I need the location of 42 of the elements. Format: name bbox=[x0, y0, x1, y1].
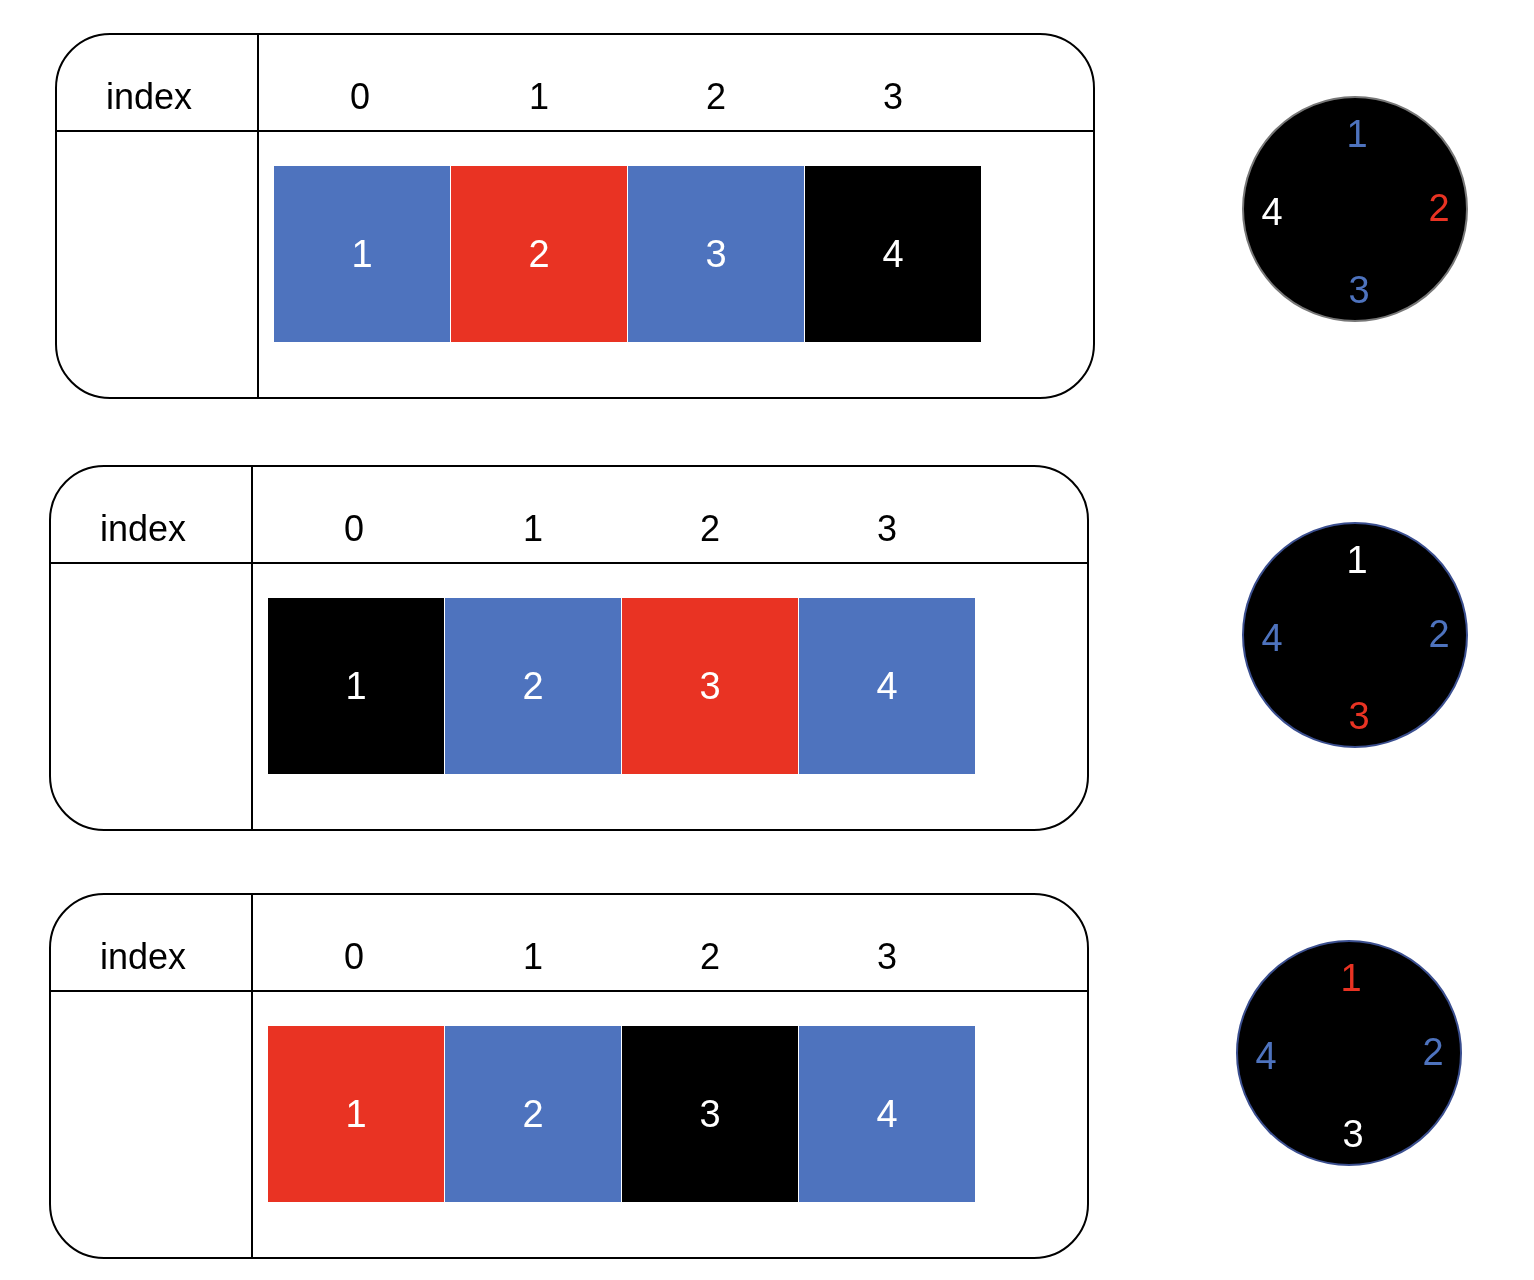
index-number: 1 bbox=[529, 77, 549, 117]
index-number: 2 bbox=[700, 509, 720, 549]
index-number: 3 bbox=[877, 937, 897, 977]
circle-number: 4 bbox=[1261, 618, 1283, 658]
circle-number: 4 bbox=[1261, 192, 1283, 232]
array-element: 4 bbox=[799, 1026, 975, 1202]
circle-number: 2 bbox=[1428, 614, 1450, 654]
circle-number: 3 bbox=[1348, 696, 1370, 736]
index-number: 0 bbox=[344, 509, 364, 549]
row-header-label: index bbox=[99, 937, 187, 977]
index-number: 3 bbox=[883, 77, 903, 117]
array-element: 4 bbox=[805, 166, 981, 342]
index-number: 2 bbox=[700, 937, 720, 977]
circle-number: 3 bbox=[1348, 270, 1370, 310]
row-header-label: index bbox=[105, 77, 193, 117]
index-number: 3 bbox=[877, 509, 897, 549]
array-element: 2 bbox=[445, 1026, 621, 1202]
circle-number: 4 bbox=[1255, 1036, 1277, 1076]
table-panel bbox=[49, 465, 1089, 831]
table-panel bbox=[55, 33, 1095, 399]
index-number: 0 bbox=[344, 937, 364, 977]
index-number: 2 bbox=[706, 77, 726, 117]
circle-number: 2 bbox=[1428, 188, 1450, 228]
index-number: 1 bbox=[523, 937, 543, 977]
array-element: 3 bbox=[628, 166, 804, 342]
circle-number: 2 bbox=[1422, 1032, 1444, 1072]
circle-number: 3 bbox=[1342, 1114, 1364, 1154]
array-element: 2 bbox=[451, 166, 627, 342]
array-element: 1 bbox=[274, 166, 450, 342]
circle-number: 1 bbox=[1346, 540, 1368, 580]
array-element: 3 bbox=[622, 598, 798, 774]
index-number: 0 bbox=[350, 77, 370, 117]
table-panel bbox=[49, 893, 1089, 1259]
array-element: 3 bbox=[622, 1026, 798, 1202]
circle-number: 1 bbox=[1346, 114, 1368, 154]
circle-number: 1 bbox=[1340, 958, 1362, 998]
array-element: 4 bbox=[799, 598, 975, 774]
array-element: 1 bbox=[268, 598, 444, 774]
array-element: 2 bbox=[445, 598, 621, 774]
index-number: 1 bbox=[523, 509, 543, 549]
row-header-label: index bbox=[99, 509, 187, 549]
array-element: 1 bbox=[268, 1026, 444, 1202]
